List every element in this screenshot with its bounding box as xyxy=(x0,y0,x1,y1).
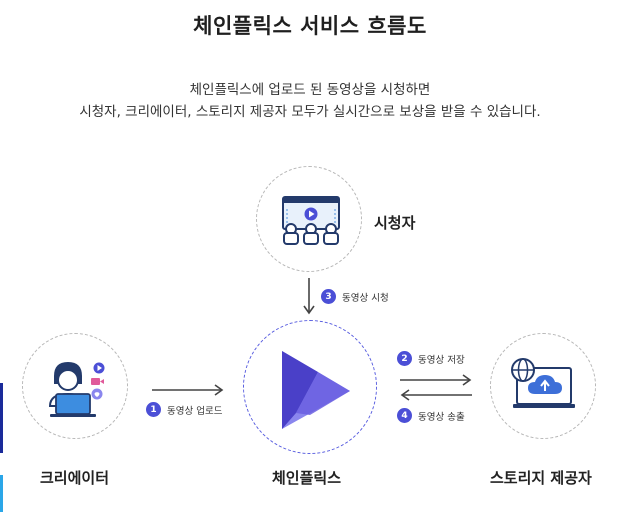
left-edge-bar-light xyxy=(0,475,3,512)
description-line-2: 시청자, 크리에이터, 스토리지 제공자 모두가 실시간으로 보상을 받을 수 … xyxy=(79,104,541,120)
step-2-number: 2 xyxy=(397,351,412,366)
arrow-right-upload xyxy=(152,384,224,396)
step-2: 2 동영상 저장 xyxy=(397,351,465,366)
storage-node xyxy=(490,333,596,439)
step-1: 1 동영상 업로드 xyxy=(146,402,222,417)
arrow-left-stream xyxy=(400,389,472,401)
step-4-number: 4 xyxy=(397,408,412,423)
step-2-text: 동영상 저장 xyxy=(418,354,465,366)
step-1-number: 1 xyxy=(146,402,161,417)
step-4: 4 동영상 송출 xyxy=(397,408,465,423)
cloud-storage-monitor-icon xyxy=(511,358,575,408)
step-3-text: 동영상 시청 xyxy=(342,292,389,304)
description-line-1: 체인플릭스에 업로드 된 동영상을 시청하면 xyxy=(189,82,431,98)
step-4-text: 동영상 송출 xyxy=(418,411,465,423)
left-edge-bar xyxy=(0,383,3,453)
viewer-node xyxy=(256,166,362,272)
creator-node xyxy=(22,333,128,439)
step-3-number: 3 xyxy=(321,289,336,304)
arrow-right-store xyxy=(400,374,472,386)
platform-node xyxy=(243,320,377,454)
chainflix-logo-icon xyxy=(282,351,350,429)
platform-label: 체인플릭스 xyxy=(272,469,342,487)
theater-audience-icon xyxy=(282,196,340,245)
page-title: 체인플릭스 서비스 흐름도 xyxy=(193,14,427,38)
arrow-down xyxy=(303,278,315,315)
storage-label: 스토리지 제공자 xyxy=(490,469,592,487)
step-1-text: 동영상 업로드 xyxy=(167,405,223,417)
viewer-label: 시청자 xyxy=(374,214,416,232)
creator-laptop-icon xyxy=(48,362,105,417)
step-3: 3 동영상 시청 xyxy=(321,289,389,304)
creator-label: 크리에이터 xyxy=(40,469,110,487)
